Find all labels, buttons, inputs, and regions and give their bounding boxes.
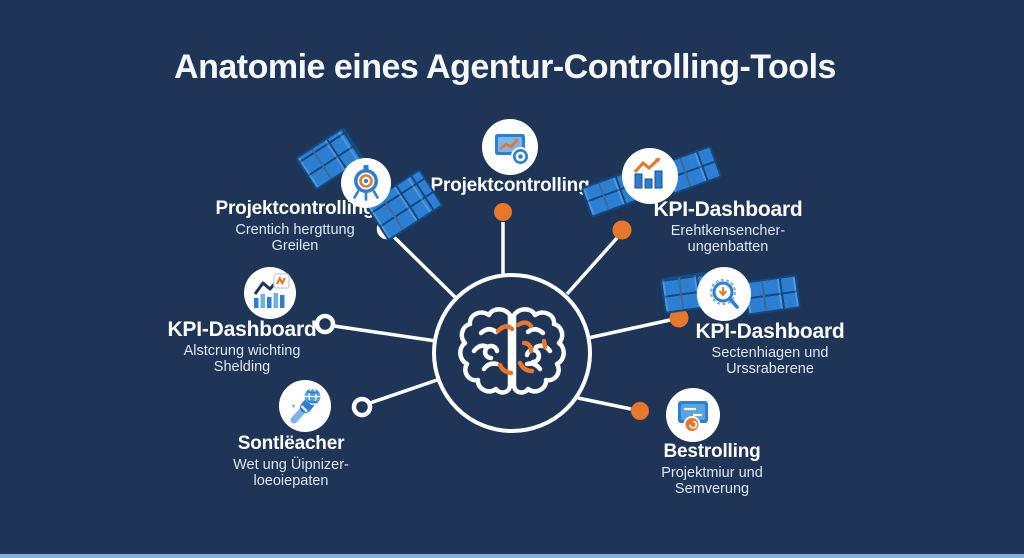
node-subtitle-line2: ungenbatten [687,239,769,256]
connector-dot-top [494,203,512,221]
node-subtitle-line2: Semverung [674,481,750,498]
node-subtitle-line2: Greilen [271,238,319,255]
node-subtitle-line1: Sectenhiagen und [711,345,829,362]
connector-line-left [333,324,437,343]
connector-line-bottom-left [369,377,441,405]
satellite-magnifier-icon [697,267,751,321]
node-subtitle-line1: Projektmiur und [661,464,763,481]
node-subtitle: Wet ung Üipnizer- loeoiepaten [171,457,411,489]
node-subtitle: Projektmiur und Semverung [592,465,832,497]
brain-outline [458,307,566,395]
footer-accent-strip [0,554,1024,558]
node-subtitle-line2: Urssraberene [726,361,814,378]
brain-accents [495,320,548,376]
connector-ring-bottom-left [351,396,373,418]
node-top-left-icon [341,158,391,208]
node-label: Projektcontrolling [430,175,590,196]
node-label: KPI-Dashboard [653,198,803,221]
node-subtitle: Erehtkensencher- ungenbatten [608,223,848,255]
connector-dot-top-right [612,220,632,240]
node-label: KPI-Dashboard [167,318,317,341]
connector-dot-bottom-right [631,402,649,420]
connector-ring-left [314,313,336,335]
connector-line-right [587,318,671,340]
barchart-badge-icon [244,267,296,319]
node-subtitle-line1: Crentich hergttung [235,221,355,238]
node-subtitle: Alstcrung wichting Shelding [122,343,362,375]
node-mid-right-icon [697,267,751,321]
node-subtitle-line1: Erehtkensencher- [670,223,786,240]
node-bottom-right: Bestrolling Projektmiur und Semverung [592,441,832,497]
node-subtitle-line2: Shelding [213,359,271,376]
node-mid-left: KPI-Dashboard Alstcrung wichting Sheldin… [122,318,362,376]
connector-dot-right [669,308,689,328]
node-top-left: Projektcontrolling Crentich hergttung Gr… [175,198,415,254]
node-label: KPI-Dashboard [695,320,845,343]
node-bottom-left: Sontlëacher Wet ung Üipnizer- loeoiepate… [171,433,411,489]
node-bottom-right-icon [666,388,720,442]
node-top-center-icon [482,119,538,175]
node-subtitle-line2: loeoiepaten [253,473,329,490]
node-subtitle: Sectenhiagen und Urssraberene [650,345,890,377]
card-badge-icon [666,388,720,442]
node-subtitle: Crentich hergttung Greilen [175,222,415,254]
page-title: Anatomie eines Agentur-Controlling-Tools [174,48,836,86]
connector-line-top-right [565,236,619,296]
connector-line-top-left [391,234,458,300]
satellite-gauge-icon [341,158,391,208]
satellite-barchart-icon [622,148,678,204]
node-mid-right: KPI-Dashboard Sectenhiagen und Urssraber… [650,320,890,378]
node-label: Sontlëacher [237,433,345,454]
node-subtitle-line1: Wet ung Üipnizer- [233,456,349,473]
connector-line-bottom-right [577,396,632,411]
node-top-right: KPI-Dashboard Erehtkensencher- ungenbatt… [608,198,848,256]
connector-lines [333,222,671,411]
node-subtitle-line1: Alstcrung wichting [183,343,301,360]
chart-monitor-icon [482,119,538,175]
node-label: Bestrolling [663,441,761,462]
node-bottom-left-icon [279,380,331,432]
node-label: Projektcontrolling [215,198,375,219]
node-mid-left-icon [244,267,296,319]
torch-globe-icon [279,380,331,432]
node-top-center: Projektcontrolling [390,175,630,197]
brain-icon [458,307,566,395]
node-top-right-icon [622,148,678,204]
